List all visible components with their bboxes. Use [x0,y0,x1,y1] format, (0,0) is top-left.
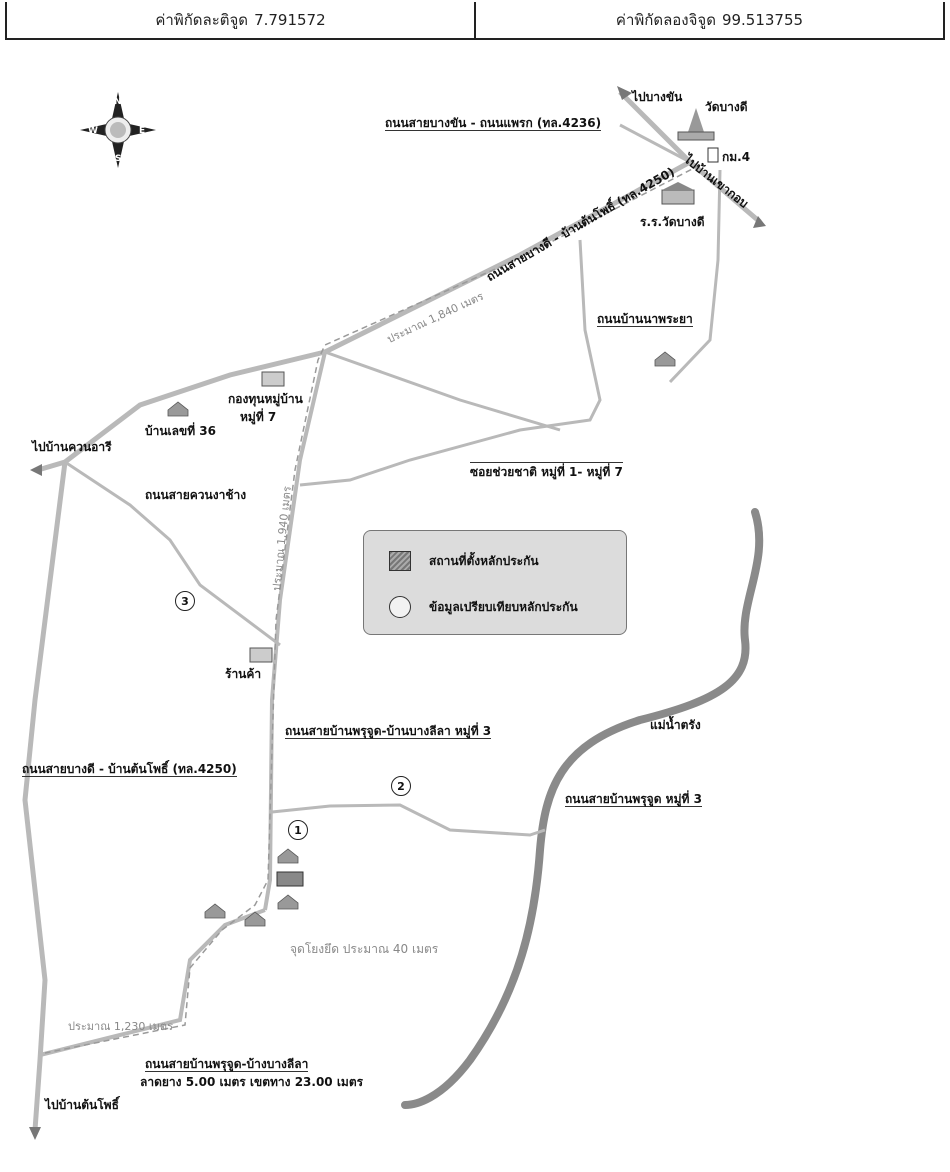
temple-icon [677,108,715,141]
compass-n: N [114,97,122,107]
km-marker-icon [707,147,719,163]
label-to-ton-pho: ไปบ้านต้นโพธิ์ [45,1098,119,1112]
comparison-marker-2: 2 [391,776,411,796]
house-icon [277,894,299,910]
label-road-bottom: ถนนสายบ้านพรุจูด-บ้างบางลีลา [145,1057,309,1072]
label-road-na-phraya: ถนนบ้านนาพระยา [597,312,693,327]
longitude-value: 99.513755 [721,11,804,29]
label-start-point: จุดโยงยึด ประมาณ 40 เมตร [290,942,439,956]
road-4250-top [323,158,762,355]
label-road-phru-chut-bang-lila-m3: ถนนสายบ้านพรุจูด-บ้านบางลีลา หมู่ที่ 3 [285,724,492,739]
label-road-phru-chut-m3: ถนนสายบ้านพรุจูด หมู่ที่ 3 [565,792,702,807]
label-shop: ร้านค้า [225,667,262,681]
road-to-khuan-ari [37,349,326,473]
label-to-bang-khan: ไปบางขัน [632,90,683,104]
compass-e: E [139,126,146,136]
compass-rose-icon [80,92,156,168]
label-to-khuan-ari: ไปบ้านควนอารี [32,440,112,454]
label-road-4236: ถนนสายบางขัน - ถนนแพรก (ทล.4236) [385,116,602,131]
house-icon [277,848,299,864]
map-legend: สถานที่ตั้งหลักประกัน ข้อมูลเปรียบเทียบห… [363,530,627,635]
road-central [263,351,327,911]
label-wat-bang-di: วัดบางดี [705,100,748,114]
label-approx-1230: ประมาณ 1,230 เมตร [68,1020,173,1033]
arrow-to-ton-pho-icon [29,1127,41,1140]
village-fund-icon [261,371,285,387]
label-school: ร.ร.วัดบางดี [640,215,705,229]
road-4250-left [22,461,68,1131]
longitude-label: ค่าพิกัดลองจิจูด [615,11,716,29]
arrow-to-khuan-ari-icon [30,464,42,476]
label-village-fund-moo: หมู่ที่ 7 [240,410,277,424]
arrow-to-khao-kop-icon [753,216,766,228]
latitude-value: 7.791572 [254,11,326,29]
compass-w: W [88,126,98,136]
school-icon [661,182,695,205]
compass-s: S [115,154,122,164]
road-4236 [619,123,691,164]
arrow-to-bang-khan-icon [617,86,632,100]
label-river: แม่น้ำตรัง [650,718,701,732]
legend-collateral-item: สถานที่ตั้งหลักประกัน [389,551,539,571]
legend-collateral-label: สถานที่ตั้งหลักประกัน [429,553,539,568]
house-icon [167,401,189,417]
label-road-4250-left: ถนนสายบางดี - บ้านต้นโพธิ์ (ทล.4250) [22,762,237,777]
shop-icon [249,647,273,663]
road-khuan-nga-chang [64,460,281,647]
latitude-label: ค่าพิกัดละติจูด [155,11,249,29]
collateral-location-icon [276,871,304,887]
label-soi-chuay-chat: ซอยช่วยชาติ หมู่ที่ 1- หมู่ที่ 7 [470,462,623,479]
road-phru-chut [271,803,546,837]
river-line [401,508,764,1109]
label-km4: กม.4 [722,150,751,164]
road-soi-chuay-chat [299,239,602,487]
comparison-circle-icon [389,596,411,618]
road-na-phraya [668,169,722,384]
label-house-36: บ้านเลขที่ 36 [145,424,217,438]
dashed-route [44,164,701,1054]
coordinate-header: ค่าพิกัดละติจูด 7.791572 ค่าพิกัดลองจิจู… [5,2,945,40]
road-soi-west [324,350,561,432]
road-to-bang-khan [618,90,692,164]
house-icon [204,903,226,919]
latitude-cell: ค่าพิกัดละติจูด 7.791572 [7,2,474,38]
legend-comparison-item: ข้อมูลเปรียบเทียบหลักประกัน [389,596,578,618]
house-icon [654,351,676,367]
comparison-marker-3: 3 [175,591,195,611]
comparison-marker-1: 1 [288,820,308,840]
collateral-swatch-icon [389,551,411,571]
house-icon [244,911,266,927]
label-road-bottom-spec: ลาดยาง 5.00 เมตร เขตทาง 23.00 เมตร [140,1075,364,1089]
longitude-cell: ค่าพิกัดลองจิจูด 99.513755 [474,2,943,38]
label-road-khuan-nga-chang: ถนนสายควนงาช้าง [145,488,247,502]
label-village-fund: กองทุนหมู่บ้าน [228,392,303,406]
legend-comparison-label: ข้อมูลเปรียบเทียบหลักประกัน [429,599,578,614]
